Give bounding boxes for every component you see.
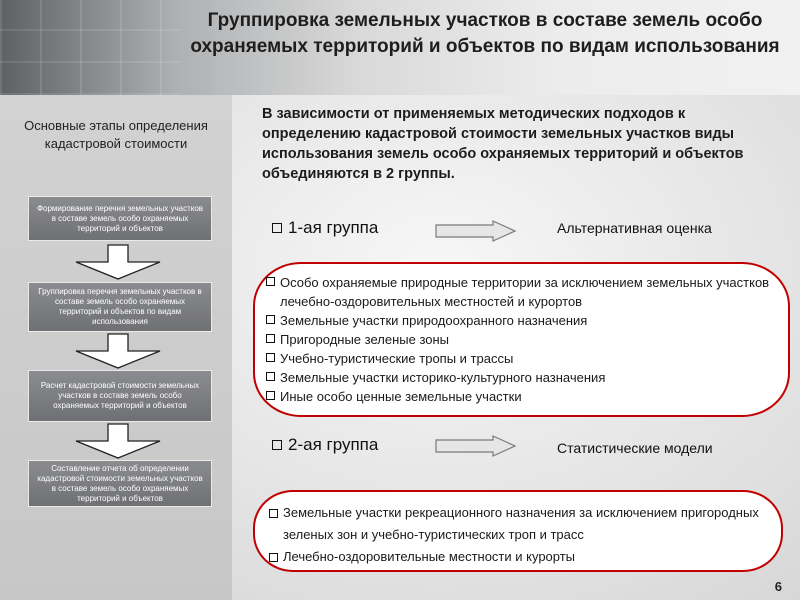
page-title: Группировка земельных участков в составе…	[190, 10, 780, 57]
list-item: Особо охраняемые природные территории за…	[266, 273, 778, 311]
stage-box-4: Составление отчета об определении кадаст…	[28, 460, 212, 507]
group2-label-text: 2-ая группа	[288, 435, 379, 454]
down-arrow-2	[75, 333, 161, 369]
group1-label: 1-ая группа	[272, 218, 378, 238]
stages-heading: Основные этапы определения кадастровой с…	[24, 118, 208, 151]
header-decoration	[0, 0, 180, 95]
stage-box-2: Группировка перечня земельных участков в…	[28, 282, 212, 332]
stage-box-3: Расчет кадастровой стоимости земельных у…	[28, 370, 212, 422]
list-item: Земельные участки рекреационного назначе…	[269, 502, 771, 546]
group1-label-text: 1-ая группа	[288, 218, 379, 237]
list-item: Учебно-туристические тропы и трассы	[266, 349, 778, 368]
down-arrow-3	[75, 423, 161, 459]
group2-arrow-icon	[435, 435, 517, 457]
bullet-square-icon	[266, 372, 275, 381]
bullet-square-icon	[266, 315, 275, 324]
header-band: Группировка земельных участков в составе…	[0, 0, 800, 95]
list-item: Земельные участки природоохранного назна…	[266, 311, 778, 330]
stage-box-1: Формирование перечня земельных участков …	[28, 196, 212, 241]
list-item: Земельные участки историко-культурного н…	[266, 368, 778, 387]
bullet-square-icon	[272, 440, 282, 450]
bullet-square-icon	[269, 553, 278, 562]
bullet-square-icon	[266, 277, 275, 286]
bullet-square-icon	[266, 391, 275, 400]
group2-bubble: Земельные участки рекреационного назначе…	[253, 490, 783, 572]
list-item: Пригородные зеленые зоны	[266, 330, 778, 349]
list-item: Иные особо ценные земельные участки	[266, 387, 778, 406]
group2-label: 2-ая группа	[272, 435, 378, 455]
bullet-square-icon	[269, 509, 278, 518]
page-number: 6	[774, 579, 782, 594]
group2-method: Статистические модели	[557, 440, 713, 456]
group1-arrow-icon	[435, 220, 517, 242]
bullet-square-icon	[272, 223, 282, 233]
group1-bubble: Особо охраняемые природные территории за…	[253, 262, 790, 417]
down-arrow-1	[75, 244, 161, 280]
bullet-square-icon	[266, 353, 275, 362]
bullet-square-icon	[266, 334, 275, 343]
group1-method: Альтернативная оценка	[557, 220, 712, 236]
intro-text: В зависимости от применяемых методически…	[262, 106, 744, 182]
list-item: Лечебно-оздоровительные местности и куро…	[269, 546, 771, 568]
